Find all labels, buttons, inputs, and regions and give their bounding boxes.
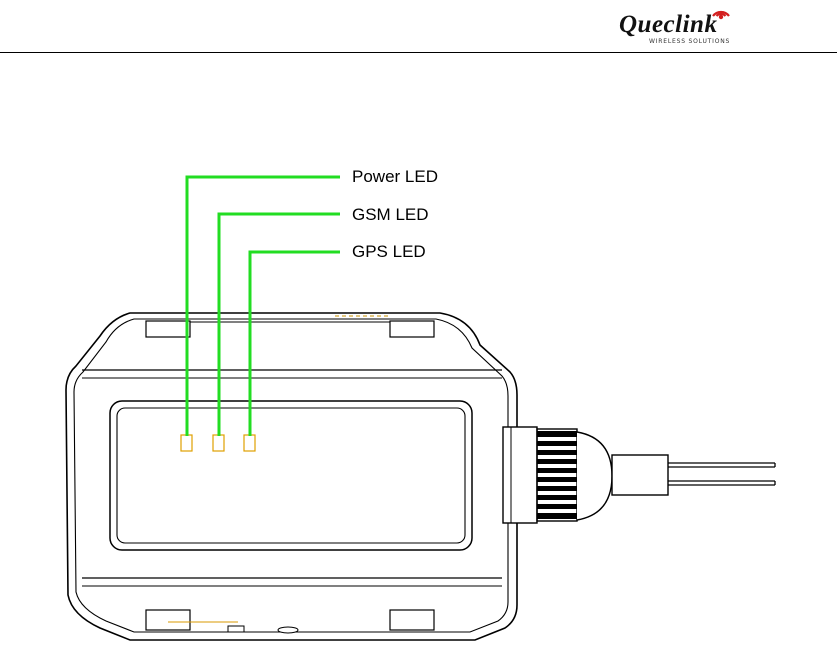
gps-led-marker [244, 435, 255, 451]
gsm-led-marker [213, 435, 224, 451]
header-divider [0, 52, 837, 53]
gland-base [503, 427, 537, 523]
gland-nut [537, 431, 577, 519]
gsm-led-label: GSM LED [352, 206, 429, 223]
top-right-tab [390, 321, 434, 337]
power-led-label: Power LED [352, 168, 438, 185]
device-diagram: Power LED GSM LED GPS LED [0, 54, 837, 661]
logo-wordmark: Queclink [619, 12, 717, 37]
queclink-logo: Queclink WIRELESS SOLUTIONS [615, 2, 765, 48]
bottom-left-tab [146, 610, 190, 630]
bottom-port [228, 626, 244, 632]
logo-tagline: WIRELESS SOLUTIONS [649, 39, 730, 45]
page-header: Queclink WIRELESS SOLUTIONS [0, 0, 837, 54]
label-window-outer [110, 401, 472, 550]
top-left-tab [146, 321, 190, 337]
device-inner-outline [74, 319, 508, 632]
bottom-right-tab [390, 610, 434, 630]
power-led-callout-line [187, 177, 340, 436]
bottom-screw [278, 627, 298, 633]
gland-cap [577, 432, 612, 520]
cable-sleeve [612, 455, 668, 495]
device-drawing [0, 54, 837, 661]
power-led-marker [181, 435, 192, 451]
device-outer-outline [66, 313, 517, 640]
label-window-inner [117, 408, 465, 543]
gsm-led-callout-line [219, 214, 340, 436]
gps-led-label: GPS LED [352, 243, 426, 260]
